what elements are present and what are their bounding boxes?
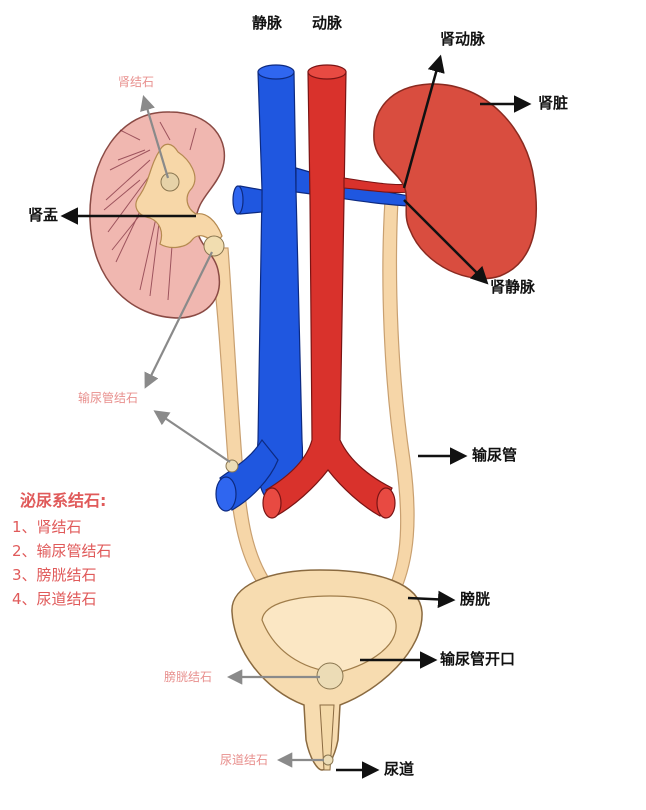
label-artery: 动脉	[312, 14, 343, 32]
legend-item: 3、膀胱结石	[12, 566, 97, 584]
right-kidney	[373, 83, 538, 280]
label-ureter-stone: 输尿管结石	[78, 391, 139, 405]
label-vein: 静脉	[252, 14, 283, 32]
legend-item: 4、尿道结石	[12, 590, 97, 608]
ureter-stone-mark	[225, 459, 239, 473]
label-urethra: 尿道	[384, 760, 415, 778]
label-kidney: 肾脏	[538, 94, 569, 112]
legend-title: 泌尿系结石:	[20, 491, 107, 510]
bladder	[231, 569, 423, 771]
label-renal-vein: 肾静脉	[490, 278, 536, 296]
arrow-ureter-stone	[153, 410, 231, 463]
arrow-kidney-stone	[140, 95, 170, 179]
label-ureter: 输尿管	[472, 446, 518, 464]
label-urethra-stone: 尿道结石	[220, 753, 269, 767]
label-kidney-stone: 肾结石	[118, 75, 155, 89]
arrow-renal-vein	[403, 199, 489, 285]
label-bladder: 膀胱	[460, 590, 491, 608]
aorta	[262, 64, 411, 519]
right-ureter	[382, 199, 415, 593]
label-bladder-stone: 膀胱结石	[164, 670, 213, 684]
arrow-bladder	[407, 590, 456, 609]
legend-item: 1、肾结石	[12, 518, 82, 536]
arrow-ureter-stone-upper	[144, 251, 213, 389]
label-ureter-orifice: 输尿管开口	[440, 650, 516, 668]
legend-item: 2、输尿管结石	[12, 542, 112, 560]
label-renal-pelvis: 肾盂	[28, 206, 59, 224]
label-renal-artery: 肾动脉	[440, 30, 486, 48]
arrow-renal-artery	[402, 54, 445, 189]
legend-list: 1、肾结石 2、输尿管结石 3、膀胱结石 4、尿道结石	[12, 515, 112, 611]
